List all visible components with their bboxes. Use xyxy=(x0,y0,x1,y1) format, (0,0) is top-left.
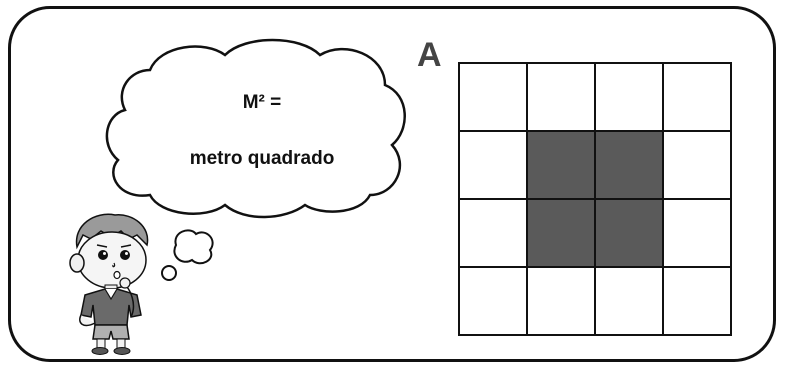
grid-cell xyxy=(460,64,528,132)
grid-cell xyxy=(664,132,732,200)
grid-cell xyxy=(664,64,732,132)
grid-cell xyxy=(596,64,664,132)
grid-cell xyxy=(460,268,528,336)
cloud-text-line2: metro quadrado xyxy=(189,148,335,169)
grid-label: A xyxy=(417,36,442,74)
thought-puff-large xyxy=(173,229,214,265)
grid-cell-shaded xyxy=(528,132,596,200)
grid-cell xyxy=(664,268,732,336)
cloud-text-line1: M² = xyxy=(242,92,282,113)
thought-puff-small xyxy=(161,265,177,281)
grid-cell xyxy=(460,200,528,268)
grid-cell xyxy=(596,268,664,336)
grid-cell-shaded xyxy=(596,132,664,200)
area-grid xyxy=(458,62,732,336)
grid-cell xyxy=(528,64,596,132)
thinking-boy-illustration xyxy=(69,213,149,355)
grid-cell-shaded xyxy=(528,200,596,268)
grid-cell xyxy=(528,268,596,336)
grid-cell xyxy=(664,200,732,268)
grid-cell xyxy=(460,132,528,200)
grid-cell-shaded xyxy=(596,200,664,268)
